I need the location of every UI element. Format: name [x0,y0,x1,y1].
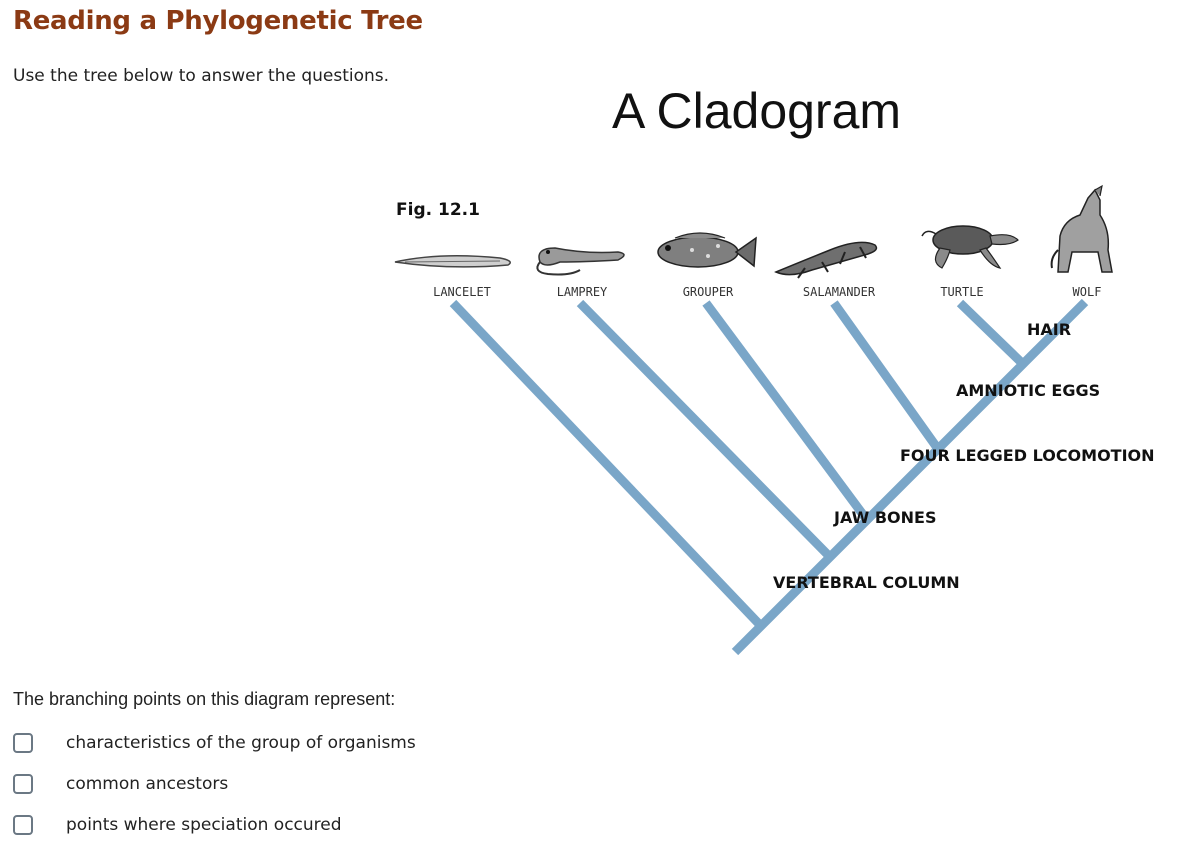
answer-option[interactable]: characteristics of the group of organism… [13,722,416,763]
question-prompt: The branching points on this diagram rep… [13,689,396,709]
trait-label-hair: HAIR [1027,320,1071,339]
salamander-icon [774,241,878,279]
trait-label-jaw-bones: JAW BONES [833,508,936,527]
trait-label-four-legged-locomotion: FOUR LEGGED LOCOMOTION [900,446,1155,465]
checkbox-characteristics[interactable] [13,732,33,753]
option-label[interactable]: common ancestors [66,773,229,794]
animal-label-salamander: SALAMANDER [803,285,876,299]
option-label[interactable]: points where speciation occured [66,814,342,835]
trait-label-amniotic-eggs: AMNIOTIC EGGS [956,381,1100,400]
intro-text: Use the tree below to answer the questio… [13,66,390,86]
branch-lancelet [449,299,765,630]
page-title: Reading a Phylogenetic Tree [13,6,423,36]
animal-label-grouper: GROUPER [683,285,734,299]
animal-label-lamprey: LAMPREY [557,285,608,299]
option-label[interactable]: characteristics of the group of organism… [66,732,416,753]
cladogram-title: A Cladogram [612,83,902,139]
answer-option[interactable]: common ancestors [13,763,416,804]
animal-label-wolf: WOLF [1073,285,1102,299]
lancelet-icon [394,255,511,268]
trait-label-vertebral-column: VERTEBRAL COLUMN [773,573,960,592]
cladogram-branches [449,298,1089,656]
lamprey-icon [536,247,625,276]
branch-grouper [702,300,871,523]
checkbox-common-ancestors[interactable] [13,773,33,794]
animal-label-lancelet: LANCELET [433,285,491,299]
branch-salamander [830,300,942,452]
branch-lamprey [576,299,834,561]
answer-options: characteristics of the group of organism… [13,722,416,845]
grouper-icon [657,232,757,268]
answer-option[interactable]: points where speciation occured [13,804,416,845]
turtle-icon [921,225,1019,269]
wolf-icon [1050,184,1113,273]
animal-label-turtle: TURTLE [940,285,983,299]
checkbox-speciation[interactable] [13,814,33,835]
branch-turtle [956,299,1027,368]
branch-trunk [731,298,1089,656]
figure-label: Fig. 12.1 [396,200,480,220]
